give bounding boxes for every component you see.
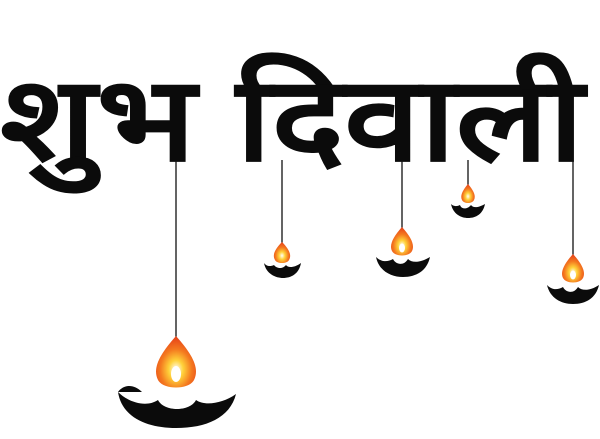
hanging-strings: [175, 160, 574, 338]
diya-lamp-large: [118, 336, 236, 428]
flame-core-icon: [570, 270, 576, 280]
diya-bowl-icon: [451, 204, 485, 218]
diya-lamp-4: [451, 184, 485, 218]
greeting-text: शुभ दिवाली: [0, 49, 589, 194]
diya-bowl-icon: [376, 257, 430, 277]
flame-core-icon: [171, 366, 181, 382]
diya-lamp-5: [547, 254, 599, 304]
flame-icon: [461, 184, 475, 203]
diya-bowl-icon: [547, 285, 599, 304]
flame-core-icon: [399, 243, 405, 253]
diya-lamp-3: [376, 227, 430, 277]
flame-icon: [391, 227, 413, 256]
greeting-word-diwali: दिवाली: [234, 49, 589, 188]
flame-icon: [562, 254, 584, 283]
flame-icon: [273, 242, 291, 263]
diya-lamp-2: [264, 242, 301, 278]
diya-bowl-icon: [118, 392, 236, 428]
diya-spout-icon: [118, 386, 142, 392]
greeting-word-shubh: शुभ: [0, 49, 201, 194]
diya-bowl-icon: [264, 263, 301, 278]
flame-icon: [156, 336, 196, 388]
